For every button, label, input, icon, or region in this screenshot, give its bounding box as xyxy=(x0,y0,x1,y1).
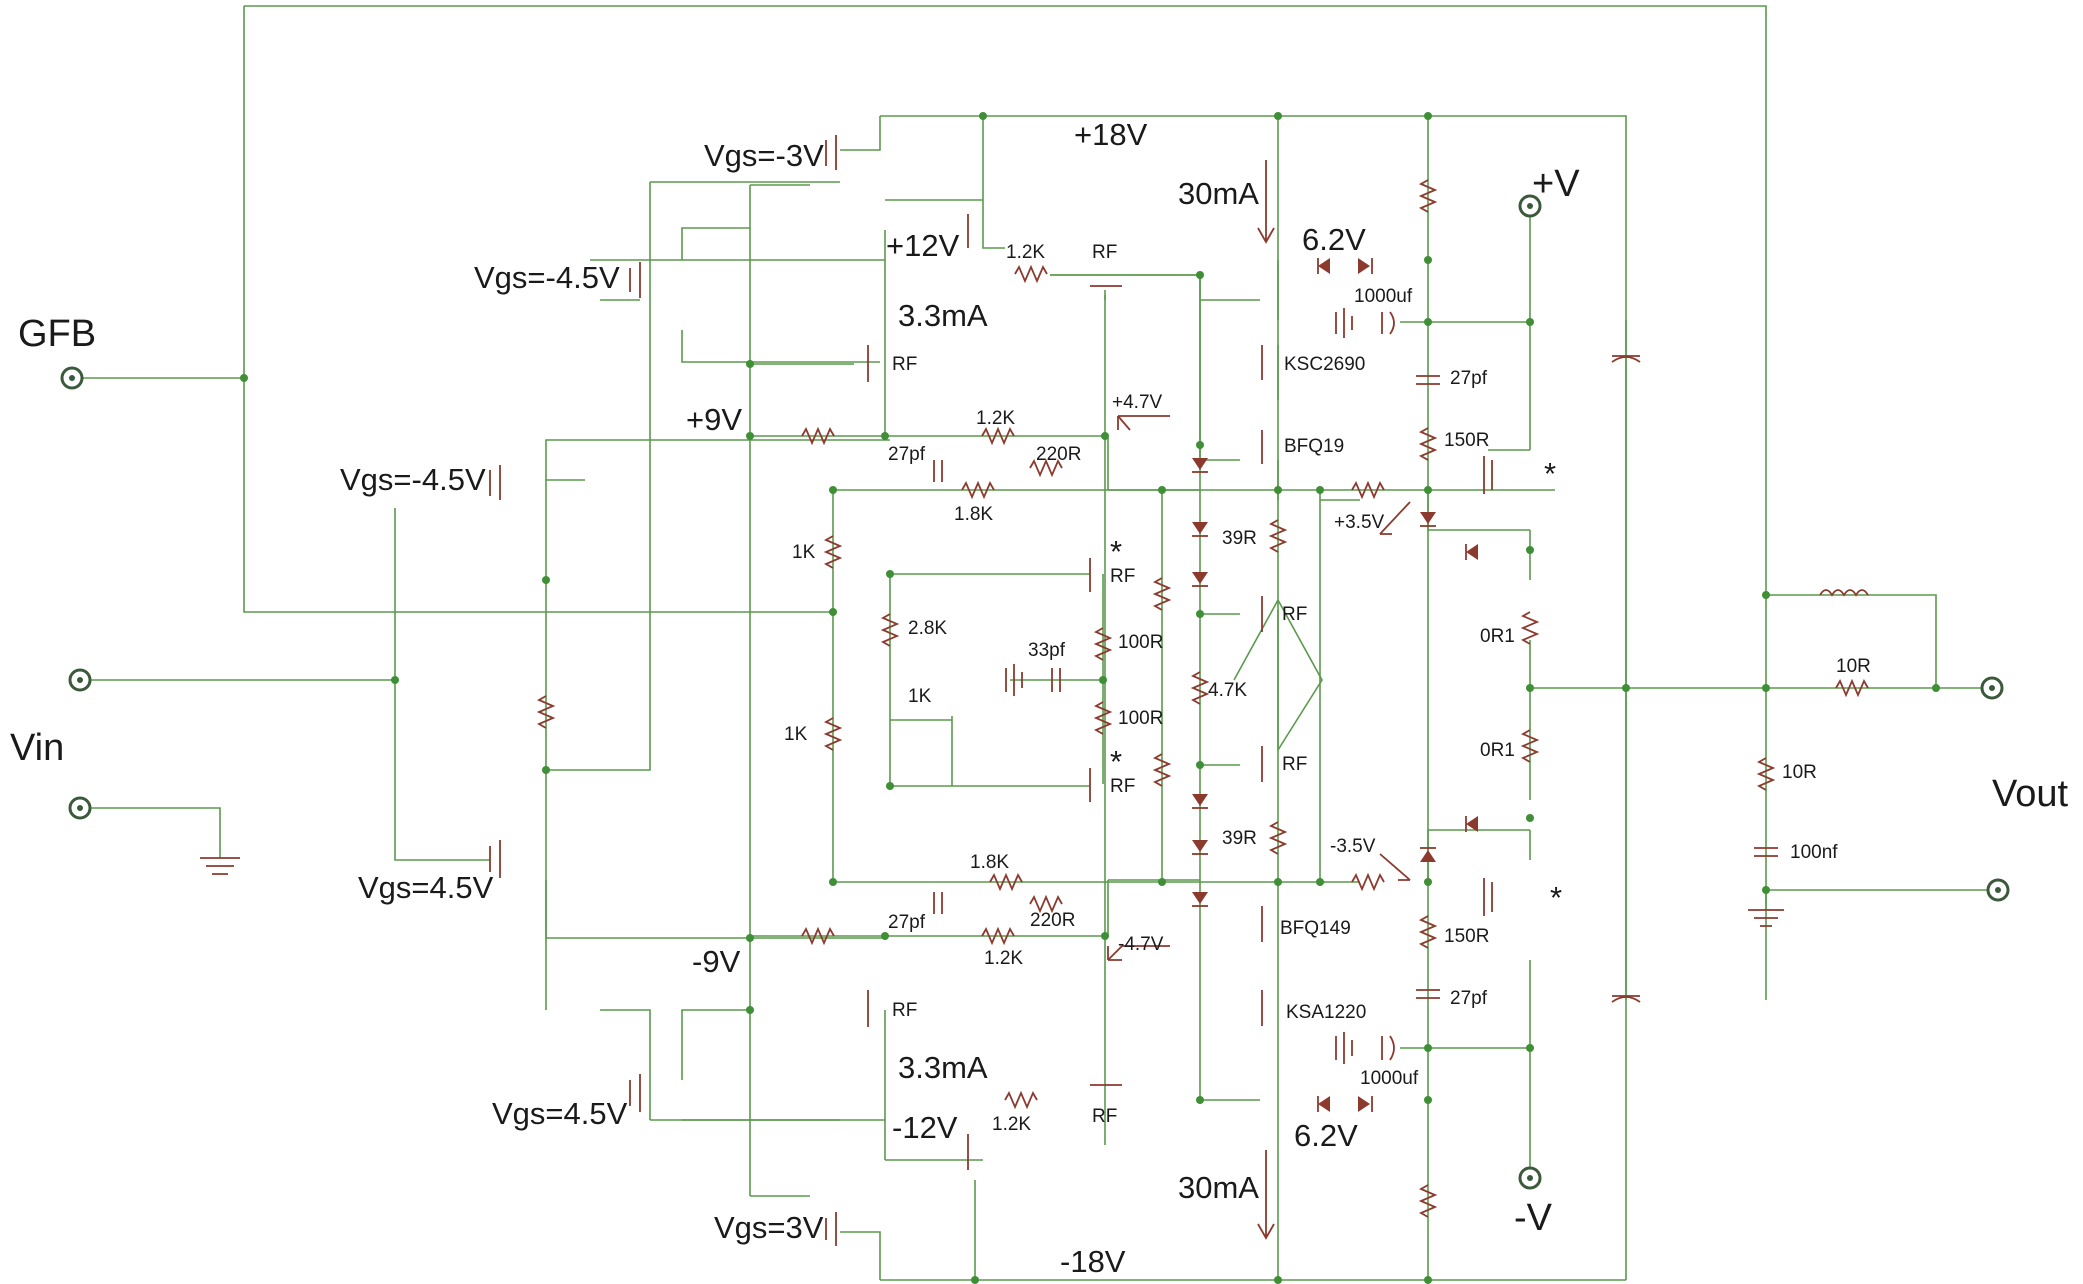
q-ksc2690-label: KSC2690 xyxy=(1284,354,1365,375)
diodes xyxy=(1192,258,1478,1112)
star-1: * xyxy=(1110,534,1122,569)
q-bfq149-label: BFQ149 xyxy=(1280,918,1351,939)
vgs-p45b-label: Vgs=4.5V xyxy=(492,1096,628,1131)
star-3: * xyxy=(1544,456,1556,491)
minus-v-label: -V xyxy=(1514,1197,1553,1239)
current-33-bottom-label: 3.3mA xyxy=(898,1050,988,1085)
wiring xyxy=(80,5,1998,1281)
current-arrows xyxy=(1107,160,1411,1240)
r-1k2-b-label: 1.2K xyxy=(976,408,1015,429)
r-39-a-label: 39R xyxy=(1222,528,1257,549)
zener-bottom-label: 6.2V xyxy=(1294,1118,1358,1153)
c-27pf-a-label: 27pf xyxy=(1450,368,1488,389)
q-ksa1220-label: KSA1220 xyxy=(1286,1002,1366,1023)
rail-minus18-label: -18V xyxy=(1060,1244,1126,1279)
r-1k-b-label: 1K xyxy=(784,724,808,745)
rf-q8-label: RF xyxy=(1282,754,1307,775)
rf-q3-label: RF xyxy=(892,354,917,375)
r-220-b-label: 220R xyxy=(1030,910,1075,931)
c-100n-label: 100nf xyxy=(1790,842,1838,863)
r-1k8-b-label: 1.8K xyxy=(970,852,1009,873)
rf-q7-label: RF xyxy=(1282,604,1307,625)
minus47-label: -4.7V xyxy=(1118,934,1164,955)
plus47-label: +4.7V xyxy=(1112,392,1163,413)
r-1k2-c-label: 1.2K xyxy=(984,948,1023,969)
r-1k2-d-label: 1.2K xyxy=(992,1114,1031,1135)
plus12-label: +12V xyxy=(886,228,960,263)
r-0r1-a-label: 0R1 xyxy=(1480,626,1515,647)
c-1000u-a-label: 1000uf xyxy=(1354,286,1413,307)
resistors xyxy=(536,179,1869,1218)
current-33-top-label: 3.3mA xyxy=(898,298,988,333)
plus35-label: +3.5V xyxy=(1334,512,1385,533)
vgs-m45b-label: Vgs=-4.5V xyxy=(340,462,486,497)
zener-top-label: 6.2V xyxy=(1302,222,1366,257)
vgs-p45a-label: Vgs=4.5V xyxy=(358,870,494,905)
r-220-a-label: 220R xyxy=(1036,444,1081,465)
r-150-a-label: 150R xyxy=(1444,430,1489,451)
r-10-a-label: 10R xyxy=(1836,656,1871,677)
star-2: * xyxy=(1110,744,1122,779)
gfb-label: GFB xyxy=(18,313,96,355)
r-150-b-label: 150R xyxy=(1444,926,1489,947)
r-1k8-a-label: 1.8K xyxy=(954,504,993,525)
r-10-b-label: 10R xyxy=(1782,762,1817,783)
plus-v-label: +V xyxy=(1532,163,1580,205)
r-100-a-label: 100R xyxy=(1118,632,1163,653)
rf-q2-label: RF xyxy=(1092,1106,1117,1127)
rf-q5-label: RF xyxy=(1110,566,1135,587)
r-4k7-label: 4.7K xyxy=(1208,680,1247,701)
vout-label: Vout xyxy=(1992,773,2069,815)
terminals xyxy=(60,194,2010,1190)
current-bottom-label: 30mA xyxy=(1178,1170,1259,1205)
rf-q6-label: RF xyxy=(1110,776,1135,797)
q-bfq19-label: BFQ19 xyxy=(1284,436,1344,457)
c-1000u-b-label: 1000uf xyxy=(1360,1068,1419,1089)
vgs-m3-label: Vgs=-3V xyxy=(704,138,824,173)
r-0r1-b-label: 0R1 xyxy=(1480,740,1515,761)
vin-label: Vin xyxy=(10,727,64,769)
c-27p-b-label: 27pf xyxy=(888,912,926,933)
capacitors xyxy=(933,308,1869,1064)
r-1k2-a-label: 1.2K xyxy=(1006,242,1045,263)
rail-plus18-label: +18V xyxy=(1074,117,1148,152)
c-27pf-b-label: 27pf xyxy=(1450,988,1488,1009)
ground-symbols xyxy=(200,857,1784,927)
current-top-label: 30mA xyxy=(1178,176,1259,211)
r-2k8-label: 2.8K xyxy=(908,618,947,639)
r-100-b-label: 100R xyxy=(1118,708,1163,729)
r-39-b-label: 39R xyxy=(1222,828,1257,849)
rf-q4-label: RF xyxy=(892,1000,917,1021)
text-labels: GFB Vin Vout +V -V +18V -18V +12V -12V +… xyxy=(10,117,2069,1279)
c-33p-label: 33pf xyxy=(1028,640,1066,661)
rf-q1-label: RF xyxy=(1092,242,1117,263)
vgs-p3-label: Vgs=3V xyxy=(714,1210,824,1245)
minus35-label: -3.5V xyxy=(1330,836,1376,857)
star-4: * xyxy=(1550,880,1562,915)
r-1k-pot-label: 1K xyxy=(908,686,932,707)
c-27p-a-label: 27pf xyxy=(888,444,926,465)
r-1k-a-label: 1K xyxy=(792,542,816,563)
node-dots xyxy=(240,112,1940,1284)
transistors xyxy=(489,135,1493,1246)
minus9-label: -9V xyxy=(692,944,741,979)
vgs-m45a-label: Vgs=-4.5V xyxy=(474,260,620,295)
plus9-label: +9V xyxy=(686,402,742,437)
minus12-label: -12V xyxy=(892,1110,958,1145)
